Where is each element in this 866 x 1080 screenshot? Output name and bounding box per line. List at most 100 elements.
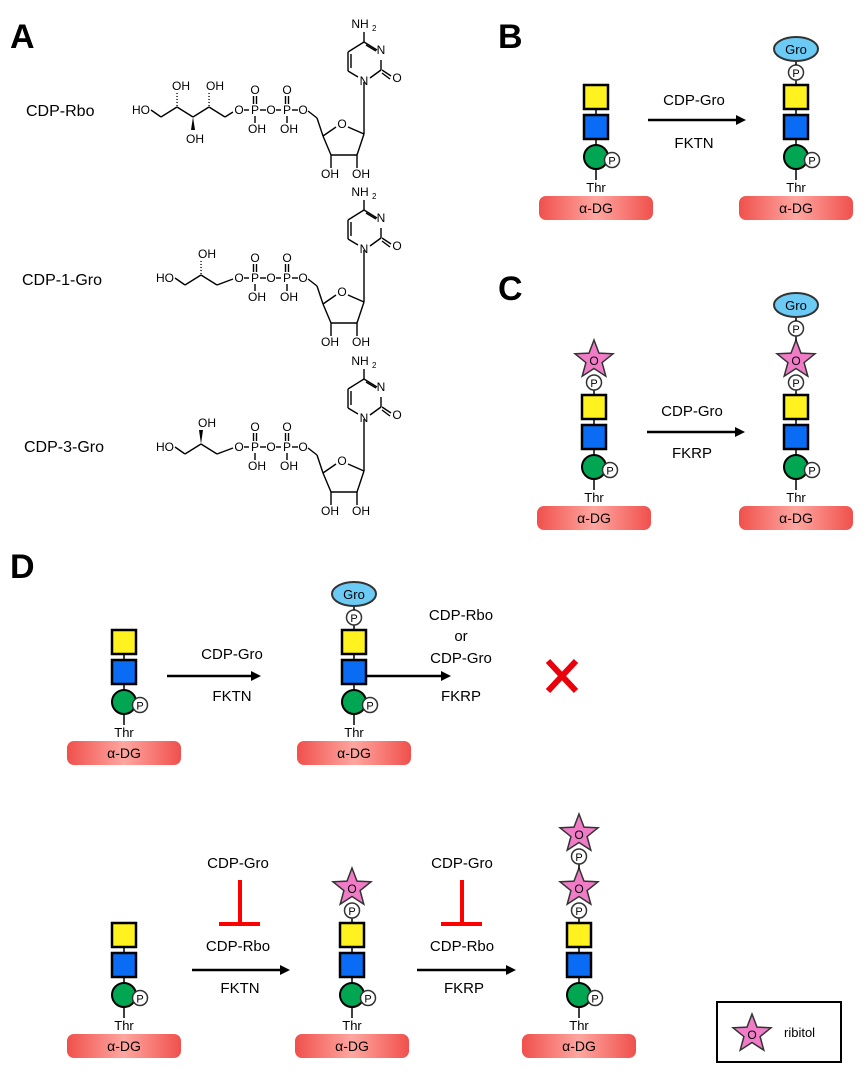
yellow-square-galnac-icon — [565, 921, 593, 949]
bond — [381, 409, 391, 417]
reaction-enzyme-d1: FKTN — [212, 688, 251, 705]
bond — [347, 70, 359, 78]
atom-p: P — [283, 103, 291, 117]
reaction-substrate-d1: CDP-Gro — [201, 646, 263, 663]
alpha-dg-label: α-DG — [107, 1038, 141, 1054]
molecule-name-cdp-rbo: CDP-Rbo — [26, 103, 95, 120]
bond — [365, 212, 377, 220]
blue-square-glcnac-icon — [338, 951, 366, 979]
glycerol-label: Gro — [343, 587, 365, 602]
phosphate-icon — [343, 902, 361, 919]
phosphate-icon — [361, 696, 379, 714]
atom-o: O — [282, 83, 291, 97]
alpha-dg-bar — [67, 741, 181, 765]
phosphate-label: P — [792, 324, 799, 336]
phosphate-label: P — [350, 613, 357, 625]
atom-oh: OH — [248, 459, 266, 473]
atom-o: O — [266, 103, 275, 117]
phosphate-label: P — [591, 994, 598, 1006]
atom-n: N — [377, 211, 386, 225]
bond — [316, 117, 324, 137]
phosphate-label: P — [808, 156, 815, 168]
phosphate-icon — [570, 902, 588, 919]
bond — [192, 106, 210, 118]
atom-p: P — [283, 440, 291, 454]
bond — [347, 294, 365, 303]
atom-oh: OH — [352, 335, 370, 349]
alpha-dg-bar — [739, 506, 853, 530]
reaction-enzyme-d4: FKRP — [444, 980, 484, 997]
atom-o: O — [250, 83, 259, 97]
bond — [176, 106, 194, 118]
atom-o: O — [392, 408, 401, 422]
wedge-bond — [199, 430, 203, 444]
atom-oh: OH — [248, 290, 266, 304]
panel-label-c: C — [498, 270, 523, 308]
atom-o: O — [234, 440, 243, 454]
reaction-substrate-b: CDP-Gro — [663, 92, 725, 109]
phosphate-label: P — [136, 701, 143, 713]
atom-oh: OH — [186, 132, 204, 146]
atom-o: O — [337, 117, 346, 131]
bond — [322, 126, 337, 137]
atom-p: P — [251, 440, 259, 454]
blue-square-glcnac-icon — [582, 113, 610, 141]
atom-p: P — [283, 271, 291, 285]
atom-oh: OH — [352, 167, 370, 181]
bond — [381, 72, 391, 80]
reaction-enzyme-b: FKTN — [674, 135, 713, 152]
yellow-square-galnac-icon — [110, 628, 138, 656]
legend: O ribitol — [716, 1001, 842, 1063]
bond — [150, 109, 162, 118]
bond — [347, 378, 365, 390]
bond — [365, 381, 377, 389]
bond — [316, 285, 324, 305]
bond — [307, 110, 318, 119]
reaction-substrate-d2-line1: CDP-Rbo — [429, 607, 493, 624]
bond — [316, 454, 324, 474]
atom-oh: OH — [280, 122, 298, 136]
blue-square-glcnac-icon — [110, 951, 138, 979]
bond — [369, 69, 382, 79]
bond — [381, 240, 391, 248]
bond — [322, 472, 332, 493]
thr-label: Thr — [786, 490, 806, 505]
bond — [381, 69, 392, 77]
bond — [365, 44, 377, 52]
blue-square-glcnac-icon — [340, 658, 368, 686]
yellow-square-galnac-icon — [582, 83, 610, 111]
glycerol-label: Gro — [785, 42, 807, 57]
atom-subscript: 2 — [372, 24, 377, 33]
ribitol-label: O — [589, 354, 598, 368]
atom-p: P — [251, 103, 259, 117]
alpha-dg-bar — [295, 1034, 409, 1058]
blue-square-glcnac-icon — [782, 423, 810, 451]
atom-oh: OH — [172, 79, 190, 93]
blue-square-glcnac-icon — [110, 658, 138, 686]
atom-o: O — [282, 420, 291, 434]
yellow-square-galnac-icon — [110, 921, 138, 949]
atom-o: O — [298, 440, 307, 454]
glycerol-ellipse-icon — [773, 292, 819, 318]
bond — [347, 126, 365, 135]
reaction-enzyme-c: FKRP — [672, 445, 712, 462]
atom-nh2: NH — [351, 17, 368, 31]
bond — [307, 278, 318, 287]
ribitol-star-icon — [774, 337, 818, 378]
wedge-bond — [191, 117, 195, 130]
bond — [356, 133, 365, 156]
phosphate-icon — [603, 151, 621, 169]
alpha-dg-bar — [537, 506, 651, 530]
alpha-dg-label: α-DG — [337, 745, 371, 761]
phosphate-label: P — [606, 466, 613, 478]
atom-oh: OH — [321, 167, 339, 181]
legend-box — [716, 1001, 842, 1063]
